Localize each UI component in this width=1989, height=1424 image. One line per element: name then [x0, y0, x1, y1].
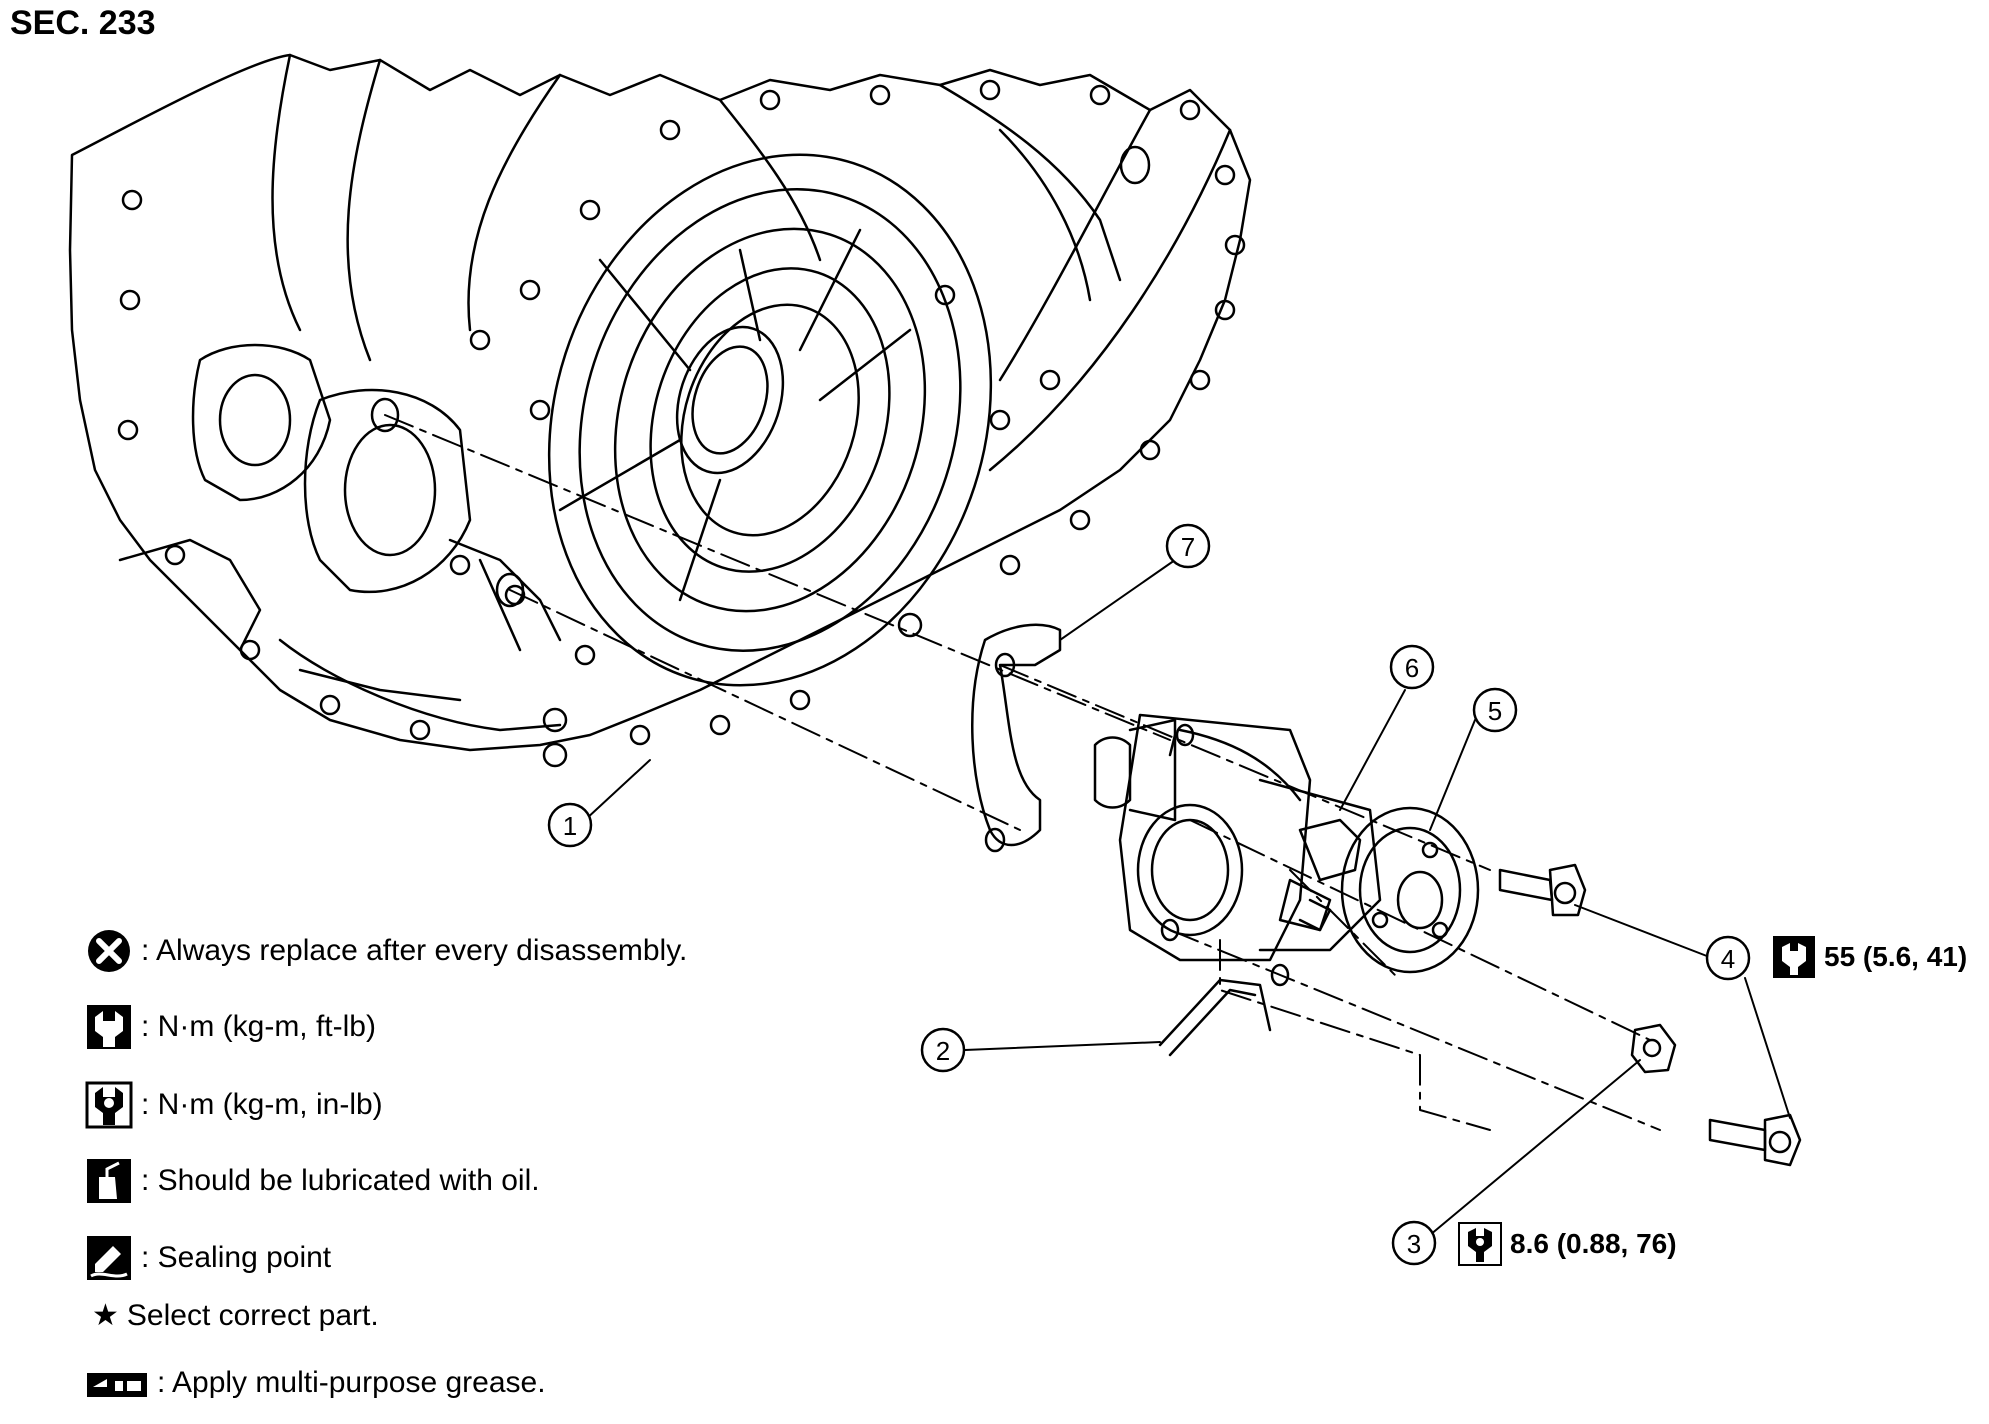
legend-text-grease: : Apply multi-purpose grease.: [157, 1366, 546, 1399]
legend-item-oil: : Should be lubricated with oil.: [85, 1157, 540, 1205]
starter-bracket: [971, 623, 1062, 853]
torque-nm-inlb-icon: [85, 1081, 133, 1129]
legend-text-oil: : Should be lubricated with oil.: [141, 1164, 540, 1197]
legend-item-torque-inlb: : N·m (kg-m, in-lb): [85, 1081, 383, 1129]
star-icon: ★: [92, 1299, 119, 1332]
grease-icon: [87, 1373, 147, 1397]
section-title: SEC. 233: [10, 4, 156, 42]
leader-lines: [584, 559, 1791, 1236]
alignment-lines: [384, 414, 1661, 1131]
legend-text-torque-ftlb: : N·m (kg-m, ft-lb): [141, 1010, 376, 1043]
legend-text-torque-inlb: : N·m (kg-m, in-lb): [141, 1088, 383, 1121]
callout-1: 1: [563, 811, 577, 841]
starter-bolt-lower: [1708, 1113, 1802, 1167]
callout-3: 3: [1407, 1229, 1421, 1259]
starter-bolt-upper: [1498, 863, 1587, 917]
callout-7: 7: [1181, 532, 1195, 562]
torque-inlb-icon: [1458, 1222, 1502, 1266]
legend-text-star: Select correct part.: [126, 1298, 379, 1332]
legend-text-sealing: : Sealing point: [141, 1241, 332, 1274]
torque-value-4: 55 (5.6, 41): [1824, 941, 1968, 972]
starter-harness: [1158, 963, 1290, 1057]
legend-item-sealing: : Sealing point: [85, 1234, 331, 1282]
oil-can-icon: [87, 1159, 131, 1203]
transaxle-housing: [68, 53, 1252, 768]
starter-motor: [1093, 713, 1480, 974]
legend-item-replace: : Always replace after every disassembly…: [85, 927, 687, 975]
callout-6: 6: [1405, 653, 1419, 683]
torque-ftlb-icon: [1773, 936, 1815, 978]
torque-nm-ftlb-icon: [87, 1005, 131, 1049]
torque-spec-3: 8.6 (0.88, 76): [1458, 1222, 1677, 1266]
legend-text-replace: : Always replace after every disassembly…: [141, 934, 688, 967]
callout-4: 4: [1721, 944, 1735, 974]
callout-5: 5: [1488, 696, 1502, 726]
sealing-point-icon: [87, 1236, 131, 1280]
torque-spec-4: 55 (5.6, 41): [1772, 935, 1967, 979]
legend-item-grease: : Apply multi-purpose grease.: [85, 1366, 546, 1400]
legend-item-torque-ftlb: : N·m (kg-m, ft-lb): [85, 1003, 376, 1051]
callout-2: 2: [936, 1036, 950, 1066]
legend-item-star: ★ Select correct part.: [92, 1298, 379, 1333]
callout-circles: [547, 523, 1751, 1266]
torque-value-3: 8.6 (0.88, 76): [1510, 1228, 1677, 1259]
replace-x-icon: [88, 930, 130, 972]
starter-nut: [1630, 1023, 1677, 1074]
